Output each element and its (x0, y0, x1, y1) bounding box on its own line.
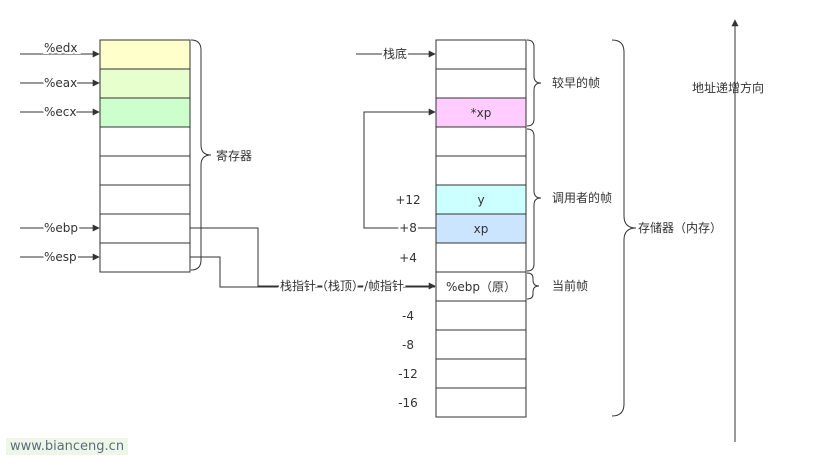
address-direction-label: 地址递增方向 (692, 80, 764, 95)
stack-cell-ebp-orig (435, 271, 527, 302)
stack-cell-empty (435, 155, 527, 186)
stack-cell-empty (435, 126, 527, 157)
stack-cell-y (435, 184, 527, 215)
register-cell-esp (99, 242, 191, 273)
register-cell-empty (99, 126, 191, 157)
stack-cell-y-text: y (477, 193, 484, 207)
offset-plus-4: +4 (399, 251, 417, 265)
offset-minus-8: -8 (402, 338, 414, 352)
esp-connector (190, 256, 435, 288)
stack-cell-xp-ptr (435, 97, 527, 128)
offset-plus-8: +8 (399, 221, 417, 235)
register-cell-ebp (99, 213, 191, 244)
stack-cell-ebp-orig-text: %ebp（原） (446, 280, 516, 294)
stack-cell-xp (435, 213, 527, 244)
register-label-ecx: %ecx (44, 105, 76, 119)
stack-pointer-label: 栈指针（栈顶）/帧指针 (280, 278, 404, 293)
offset-minus-12: -12 (398, 367, 418, 381)
offset-minus-16: -16 (398, 396, 418, 410)
stack-cell-empty (435, 387, 527, 418)
stack-cell-xp-ptr-text: *xp (471, 106, 492, 120)
register-label-ebp: %ebp (44, 221, 78, 235)
register-cell-ecx (99, 97, 191, 128)
earlier-frame-brace (526, 39, 542, 127)
register-cell-empty (99, 155, 191, 186)
ebp-connector (190, 227, 436, 290)
register-brace (190, 39, 212, 271)
stack-cell-empty (435, 242, 527, 273)
stack-cell-empty (435, 358, 527, 389)
stack-column (435, 39, 527, 418)
register-cell-eax (99, 68, 191, 99)
register-cell-edx (99, 39, 191, 70)
register-label-esp: %esp (44, 250, 77, 264)
memory-label: 存储器（内存） (638, 220, 722, 235)
stack-cell-empty (435, 329, 527, 360)
stack-bottom-label: 栈底 (383, 46, 407, 61)
caller-frame-brace (526, 128, 542, 272)
stack-cell-empty (435, 300, 527, 331)
register-cell-empty (99, 184, 191, 215)
register-column (99, 39, 191, 273)
current-frame-brace (526, 272, 540, 300)
caller-frame-label: 调用者的帧 (552, 190, 612, 205)
memory-brace (611, 39, 637, 417)
offset-plus-12: +12 (395, 193, 420, 207)
earlier-frame-label: 较早的帧 (552, 75, 600, 90)
stack-cell-xp-text: xp (474, 222, 489, 236)
watermark: www.bianceng.cn (6, 438, 129, 455)
register-label-edx: %edx (44, 41, 78, 55)
offset-minus-4: -4 (402, 309, 414, 323)
xp-pointer-arrow (363, 108, 436, 229)
register-label-eax: %eax (44, 76, 77, 90)
current-frame-label: 当前帧 (552, 278, 588, 293)
stack-cell-empty (435, 68, 527, 99)
register-group-label: 寄存器 (216, 148, 252, 163)
stack-cell-empty (435, 39, 527, 70)
